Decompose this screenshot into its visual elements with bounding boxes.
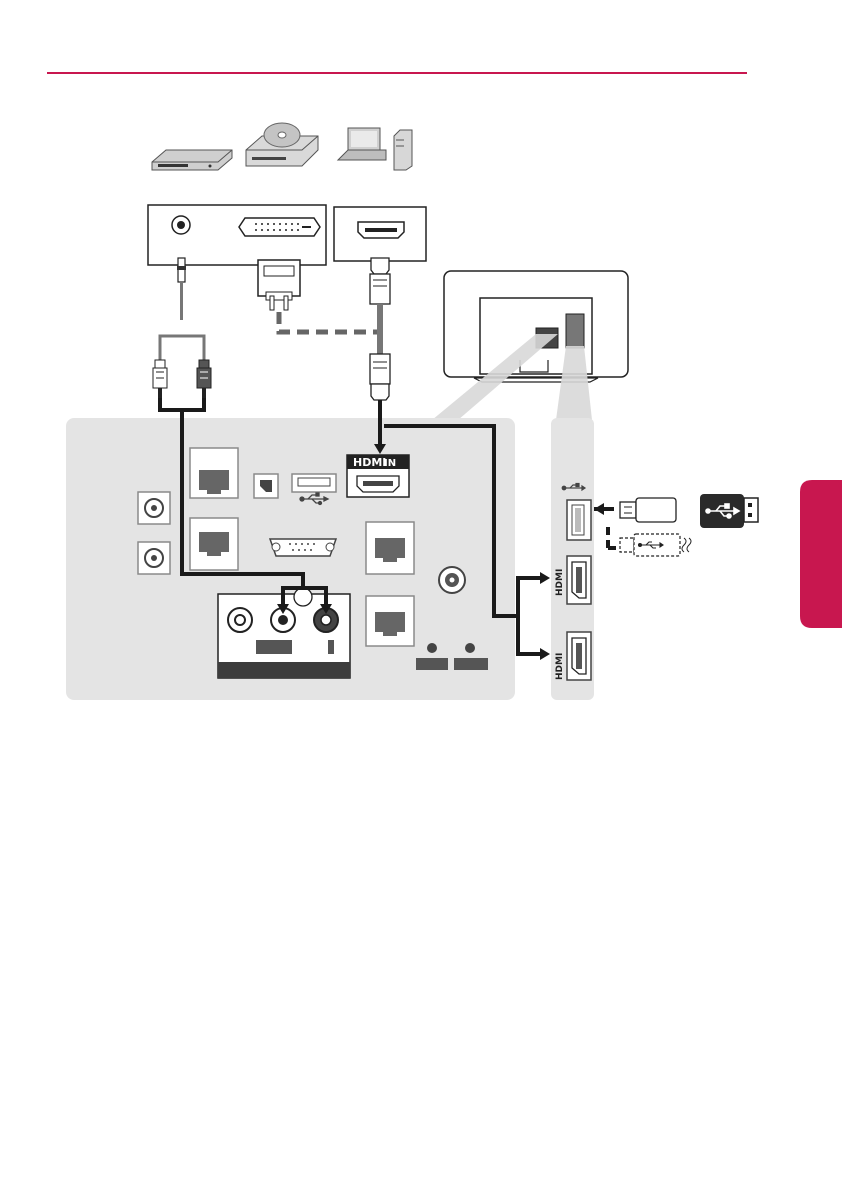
hdmi-in-label-hdmi: HDMI [353,456,386,469]
optical-port [254,474,278,498]
dvi-cable-plug [258,260,300,310]
desktop-tower-icon [394,130,412,170]
side-hdmi-label-upper: HDMI [555,569,565,596]
audio-cable [160,258,204,360]
usb-flash-drive-icon [620,498,676,522]
laptop-icon [338,128,386,160]
device-output-panel [148,205,326,265]
usb-port-side [567,500,591,540]
rca-plug-red [197,360,211,398]
hdmi-output-panel [334,207,426,261]
tv-rear-view [444,271,628,382]
usb-device-icon [700,494,758,528]
antenna-jack-lower [138,542,170,574]
hdmi-side-port-lower [567,632,591,680]
hdmi-side-port-upper [567,556,591,604]
usb-cable-icon [620,534,691,556]
hdmi-in-port: HDMI IN [347,455,409,497]
coax-port [439,567,465,593]
dvi-to-hdmi-dashed-link [279,312,380,332]
av-cable-junction [294,588,312,606]
lan-port-lower [190,518,238,570]
rs232c-port [270,539,336,556]
antenna-jack-upper [138,492,170,524]
lan-port-right-upper [366,522,414,574]
side-hdmi-label-lower: HDMI [555,653,565,680]
blu-ray-player-icon [246,123,318,166]
lan-port-right-lower [366,596,414,646]
lan-port-upper [190,448,238,498]
hdmi-cable [370,258,390,400]
rca-plug-white [153,360,167,398]
header-rule [47,72,747,74]
usb-port-rear [292,474,336,492]
hdmi-in-label-in: IN [384,458,396,469]
dvd-player-icon [152,150,232,170]
side-tab [800,480,842,628]
